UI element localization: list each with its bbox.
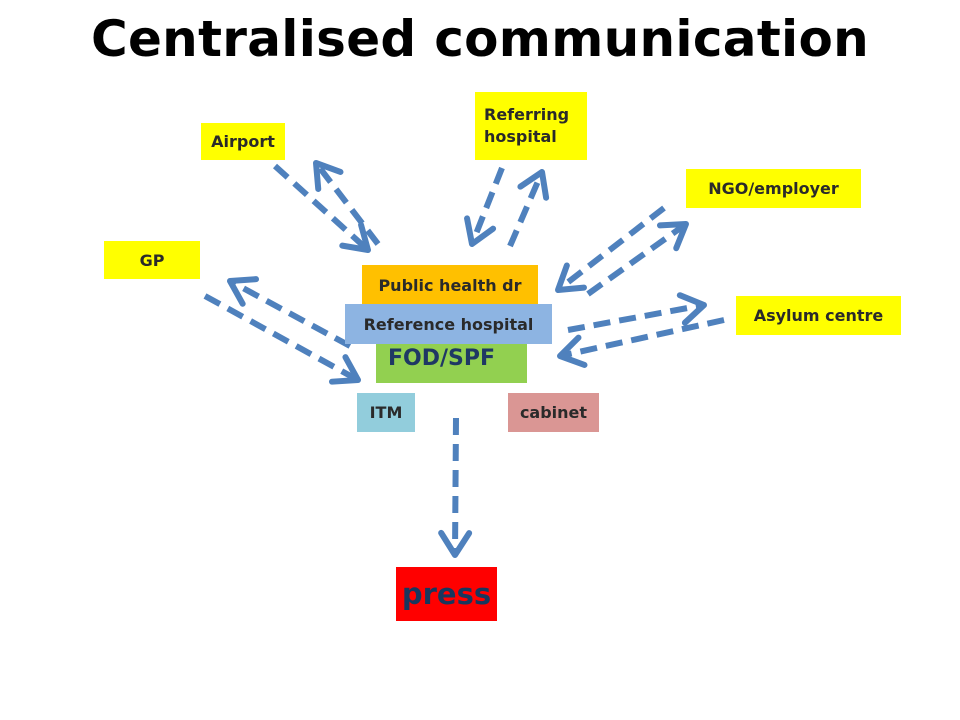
arrow-center-to-asylum-shaft xyxy=(567,302,701,333)
arrow-ngo-to-center-head xyxy=(555,262,587,293)
arrow-center-to-airport-head xyxy=(313,160,344,192)
arrow-center-to-ngo-shaft xyxy=(586,223,685,297)
arrow-gp-to-center-shaft xyxy=(203,293,356,381)
arrow-center-to-referring-head xyxy=(517,169,550,201)
arrow-center-to-asylum-head xyxy=(676,292,707,326)
node-itm: ITM xyxy=(357,393,415,432)
diagram-title: Centralised communication xyxy=(90,10,870,68)
node-asylum-centre: Asylum centre xyxy=(736,296,901,335)
arrow-center-to-press-head xyxy=(438,529,473,558)
node-asylum-centre-label: Asylum centre xyxy=(753,306,884,325)
node-cabinet: cabinet xyxy=(508,393,599,432)
arrow-center-to-press-shaft xyxy=(452,417,459,552)
arrow-gp-to-center-head xyxy=(328,354,361,385)
node-itm-label: ITM xyxy=(369,403,403,422)
arrow-center-to-gp-shaft xyxy=(232,280,352,349)
node-ngo-employer-label: NGO/employer xyxy=(708,179,839,198)
node-referring-hospital-line2: hospital xyxy=(484,127,557,146)
node-referring-hospital-line1: Referring xyxy=(484,105,570,124)
arrow-asylum-to-center-head xyxy=(557,334,588,368)
arrow-center-to-gp-head xyxy=(227,276,260,307)
arrow-center-to-referring-shaft xyxy=(507,174,544,248)
node-referring-hospital: Referring hospital xyxy=(475,92,587,160)
arrow-asylum-to-center-shaft xyxy=(563,317,725,359)
arrow-referring-to-center-shaft xyxy=(470,166,505,242)
arrow-referring-to-center-head xyxy=(464,215,497,247)
node-reference-hospital: Reference hospital xyxy=(345,304,552,344)
node-airport-label: Airport xyxy=(211,132,275,151)
node-gp: GP xyxy=(104,241,200,279)
node-press: press xyxy=(396,567,497,621)
arrow-airport-to-center-head xyxy=(339,221,371,253)
arrow-center-to-ngo-head xyxy=(656,221,689,252)
node-reference-hospital-label: Reference hospital xyxy=(363,314,534,334)
node-ngo-employer: NGO/employer xyxy=(686,169,861,208)
node-gp-label: GP xyxy=(139,250,165,270)
node-public-health-dr-label: Public health dr xyxy=(378,275,522,295)
arrow-ngo-to-center-shaft xyxy=(559,205,666,290)
node-airport: Airport xyxy=(201,123,285,160)
arrow-center-to-airport-shaft xyxy=(316,164,381,246)
node-cabinet-label: cabinet xyxy=(519,403,588,422)
node-press-label: press xyxy=(401,577,492,611)
node-public-health-dr: Public health dr xyxy=(362,265,538,305)
arrow-airport-to-center-shaft xyxy=(272,163,368,250)
node-fod-spf-label: FOD/SPF xyxy=(388,345,496,371)
